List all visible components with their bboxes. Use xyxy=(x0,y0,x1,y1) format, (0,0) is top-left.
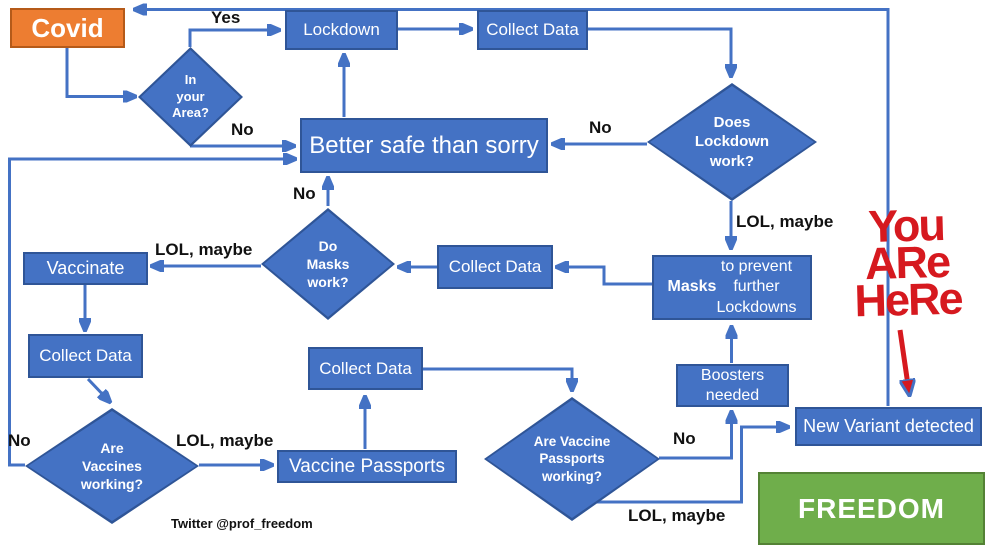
edge-label-lol-vaccines: LOL, maybe xyxy=(176,431,274,450)
edge-label-no-masks: No xyxy=(293,184,316,203)
node-do-masks-work: Do Masks work? xyxy=(261,208,395,320)
edge-collect-doeslockdown xyxy=(588,27,731,75)
edge-label-lol-lockdown: LOL, maybe xyxy=(736,212,834,231)
node-boosters-needed: Boosters needed xyxy=(676,364,789,407)
node-collect-data-top: Collect Data xyxy=(477,10,588,50)
edge-newvariant-covid-loop xyxy=(136,10,890,406)
does-lockdown-work-label: Does Lockdown work? xyxy=(694,113,770,170)
edge-label-no-vaccines: No xyxy=(8,431,31,450)
edge-area-yes-lockdown xyxy=(188,30,278,47)
edge-label-lol-passports: LOL, maybe xyxy=(628,506,726,525)
node-freedom: FREEDOM xyxy=(758,472,985,545)
node-does-lockdown-work: Does Lockdown work? xyxy=(647,83,817,201)
node-covid: Covid xyxy=(10,8,125,48)
are-vaccine-passports-working-label: Are Vaccine Passports working? xyxy=(533,433,611,484)
edge-collect-arevaccines xyxy=(86,377,109,401)
you-are-here-annotation: You ARe HeRe xyxy=(853,199,963,327)
edge-collect-arepassports xyxy=(423,367,572,389)
edge-masks-collect xyxy=(558,267,652,286)
edge-covid-to-area xyxy=(65,48,134,97)
node-vaccine-passports: Vaccine Passports xyxy=(277,450,457,483)
do-masks-work-label: Do Masks work? xyxy=(306,237,350,291)
node-are-vaccine-passports-working: Are Vaccine Passports working? xyxy=(484,397,660,521)
edge-label-no-area: No xyxy=(231,120,254,139)
node-are-vaccines-working: Are Vaccines working? xyxy=(25,408,199,524)
are-vaccines-working-label: Are Vaccines working? xyxy=(80,439,144,493)
node-collect-data-mid: Collect Data xyxy=(437,245,553,289)
node-better-safe-than-sorry: Better safe than sorry xyxy=(300,118,548,173)
masks-bold-text: Masks xyxy=(667,278,717,296)
node-collect-data-left: Collect Data xyxy=(28,334,143,378)
twitter-credit: Twitter @prof_freedom xyxy=(171,516,313,531)
node-vaccinate: Vaccinate xyxy=(23,252,148,285)
you-are-here-arrow xyxy=(897,329,909,392)
node-masks-to-prevent-lockdowns: Masks to prevent further Lockdowns xyxy=(652,255,812,320)
edge-label-lol-masks: LOL, maybe xyxy=(155,240,253,259)
node-new-variant-detected: New Variant detected xyxy=(795,407,982,446)
node-collect-data-bottom: Collect Data xyxy=(308,347,423,390)
edge-label-no-lockdown: No xyxy=(589,118,612,137)
edge-label-yes: Yes xyxy=(211,8,241,27)
node-in-your-area: In your Area? xyxy=(138,47,243,147)
masks-rest-text: to prevent further Lockdowns xyxy=(716,257,797,316)
node-lockdown: Lockdown xyxy=(285,10,398,50)
edge-label-no-passports: No xyxy=(673,429,696,448)
in-your-area-label: In your Area? xyxy=(172,71,209,121)
